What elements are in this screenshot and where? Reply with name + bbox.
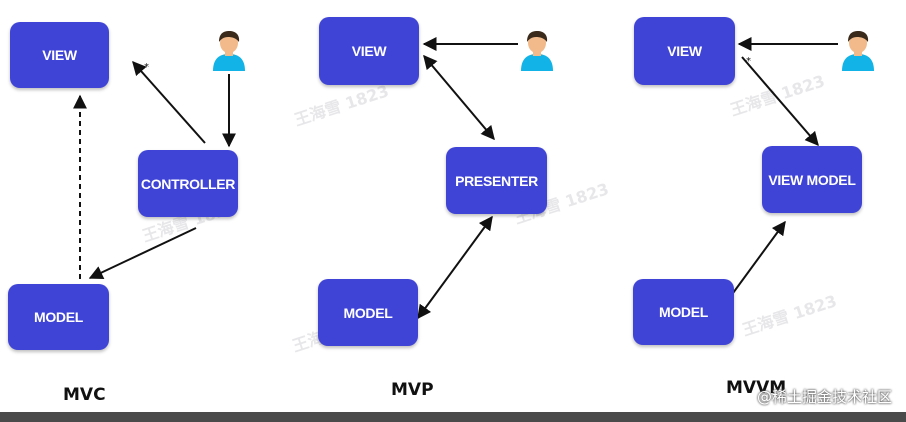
mvp-model-box: MODEL xyxy=(318,279,418,346)
mvvm-user-person-icon xyxy=(842,31,874,71)
mvvm-view-box: VIEW xyxy=(634,17,735,85)
mvvm-view-to-viewmodel-arrow xyxy=(741,56,819,147)
source-credit: @稀土掘金技术社区 xyxy=(756,388,892,406)
mvvm-model-box: MODEL xyxy=(633,279,734,345)
mvc-view-box: VIEW xyxy=(10,22,109,88)
mvvm-viewmodel-box: VIEW MODEL xyxy=(762,146,862,213)
mvc-user-person-icon xyxy=(213,31,245,71)
mvvm-asterisk-mark: * xyxy=(746,56,751,67)
mvp-presenter-box: PRESENTER xyxy=(446,147,547,214)
mvp-user-person-icon xyxy=(521,31,553,71)
mvp-presenter-model-arrow xyxy=(417,215,493,320)
mvc-model-box: MODEL xyxy=(8,284,109,350)
footer-bar xyxy=(0,412,906,422)
mvc-controller-to-view-arrow xyxy=(132,60,206,144)
mvc-asterisk-mark: * xyxy=(144,62,149,73)
mvp-caption: MVP xyxy=(391,380,434,400)
mvc-controller-to-model-arrow xyxy=(88,227,197,279)
mvvm-caption: MVVM xyxy=(726,378,787,398)
mvc-controller-box: CONTROLLER xyxy=(138,150,238,217)
mvc-caption: MVC xyxy=(63,385,106,405)
mvp-view-box: VIEW xyxy=(319,17,419,85)
mvp-view-presenter-arrow xyxy=(423,54,495,141)
